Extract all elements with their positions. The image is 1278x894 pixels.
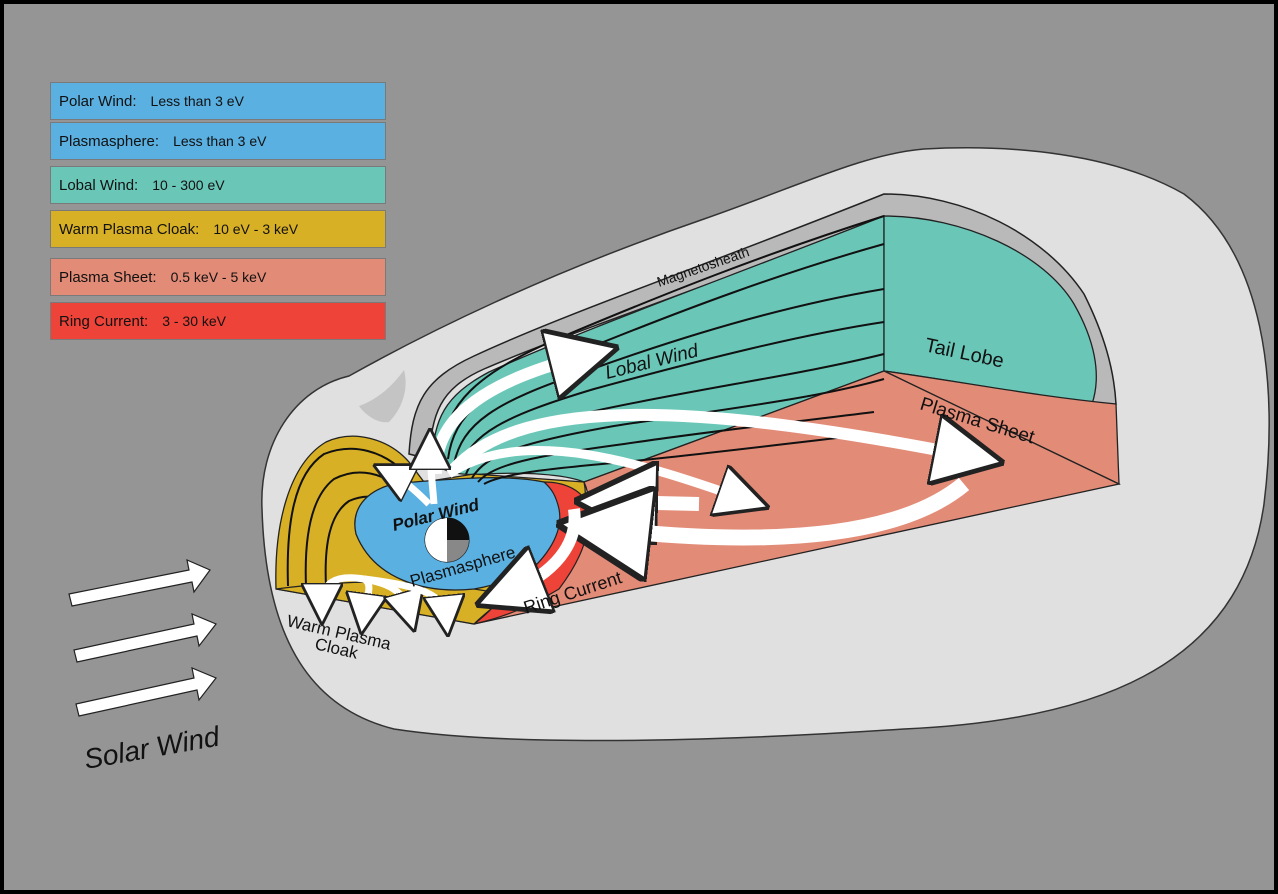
arrow-polar-up [430, 449, 434, 505]
legend-name: Plasmasphere: [59, 132, 160, 150]
legend-name: Plasma Sheet: [59, 268, 157, 286]
arrow-sheet-return [604, 477, 970, 538]
legend-row-warm-plasma-cloak: Warm Plasma Cloak: 10 eV - 3 keV [50, 210, 386, 248]
legend-name: Ring Current: [59, 312, 149, 330]
earth-day-side [425, 540, 447, 562]
legend-value: 10 - 300 eV [152, 177, 225, 193]
legend-value: 3 - 30 keV [162, 313, 227, 329]
legend-name: Warm Plasma Cloak: [59, 220, 200, 238]
legend-name: Polar Wind: [59, 92, 137, 110]
arrow-polar-left [392, 474, 432, 507]
legend-value: Less than 3 eV [150, 93, 244, 109]
legend-row-plasma-sheet: Plasma Sheet: 0.5 keV - 5 keV [50, 258, 386, 296]
earth-night-side [447, 540, 469, 562]
cloak-field-line-1 [286, 447, 405, 587]
arrow-lobal-tail [449, 408, 969, 469]
label-solar-wind: Solar Wind [82, 720, 223, 775]
flow-arrows [322, 356, 969, 616]
arrow-cloak-1 [322, 574, 365, 604]
cusp-shading [359, 370, 406, 423]
legend-row-ring-current: Ring Current: 3 - 30 keV [50, 302, 386, 340]
arrow-lobal-mid [446, 445, 744, 499]
legend-row-polar-wind: Polar Wind: Less than 3 eV [50, 82, 386, 120]
legend-value: 10 eV - 3 keV [213, 221, 299, 237]
legend-row-lobal-wind: Lobal Wind: 10 - 300 eV [50, 166, 386, 204]
magnetosphere-diagram: Magnetosheath Lobal Wind Tail Lobe Plasm… [68, 147, 1270, 775]
arrow-sheet-earthward [616, 502, 700, 504]
legend-name: Lobal Wind: [59, 176, 139, 194]
solar-wind-arrow-2 [73, 613, 217, 663]
legend-value: 0.5 keV - 5 keV [170, 269, 267, 285]
earth-lit-band [425, 518, 447, 540]
arrow-cloak-2 [364, 575, 369, 614]
legend-value: Less than 3 eV [173, 133, 267, 149]
solar-wind-arrows [68, 558, 217, 717]
solar-wind-arrow-3 [75, 667, 217, 717]
arrow-cloak-4 [363, 575, 446, 616]
solar-wind-arrow-1 [68, 558, 211, 607]
arrow-ring-current [509, 508, 581, 592]
legend-row-plasmasphere: Plasmasphere: Less than 3 eV [50, 122, 386, 160]
lobal-wind-region [431, 215, 885, 483]
